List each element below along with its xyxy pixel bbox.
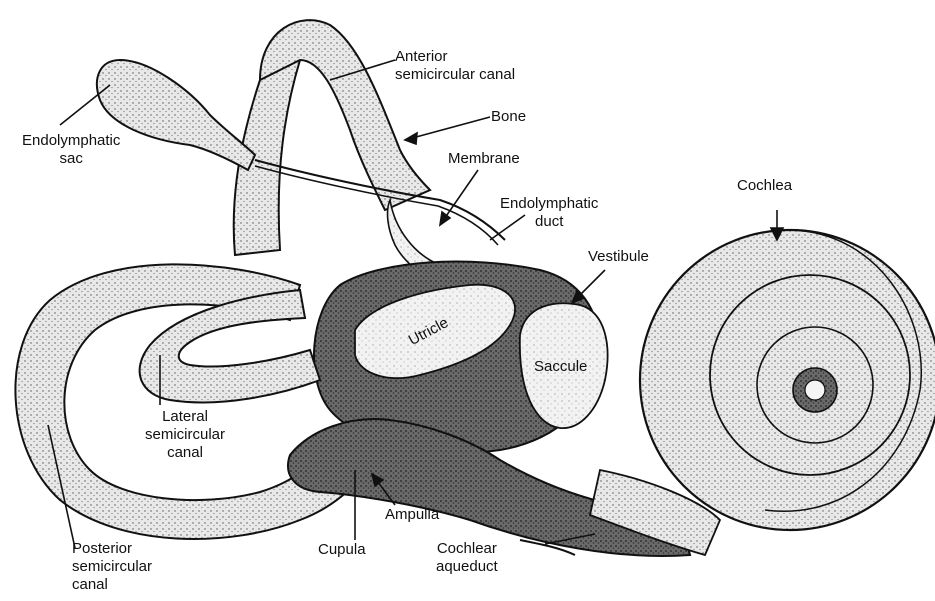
label-bone: Bone (491, 108, 526, 126)
label-membrane: Membrane (448, 150, 520, 168)
label-cupula: Cupula (318, 541, 366, 559)
label-vestibule: Vestibule (588, 248, 649, 266)
endolymphatic-sac-shape (97, 60, 255, 170)
label-lateral-semicircular-canal: Lateral semicircular canal (145, 408, 225, 462)
label-endolymphatic-sac: Endolymphatic sac (22, 132, 120, 168)
label-ampulla: Ampulla (385, 506, 439, 524)
lateral-canal-shape (140, 290, 320, 402)
label-cochlea: Cochlea (737, 177, 792, 195)
label-cochlear-aqueduct: Cochlear aqueduct (436, 540, 498, 576)
label-saccule: Saccule (534, 358, 587, 376)
label-endolymphatic-duct: Endolymphatic duct (500, 195, 598, 231)
label-posterior-semicircular-canal: Posterior semicircular canal (72, 540, 152, 594)
label-anterior-semicircular-canal: Anterior semicircular canal (395, 48, 515, 84)
